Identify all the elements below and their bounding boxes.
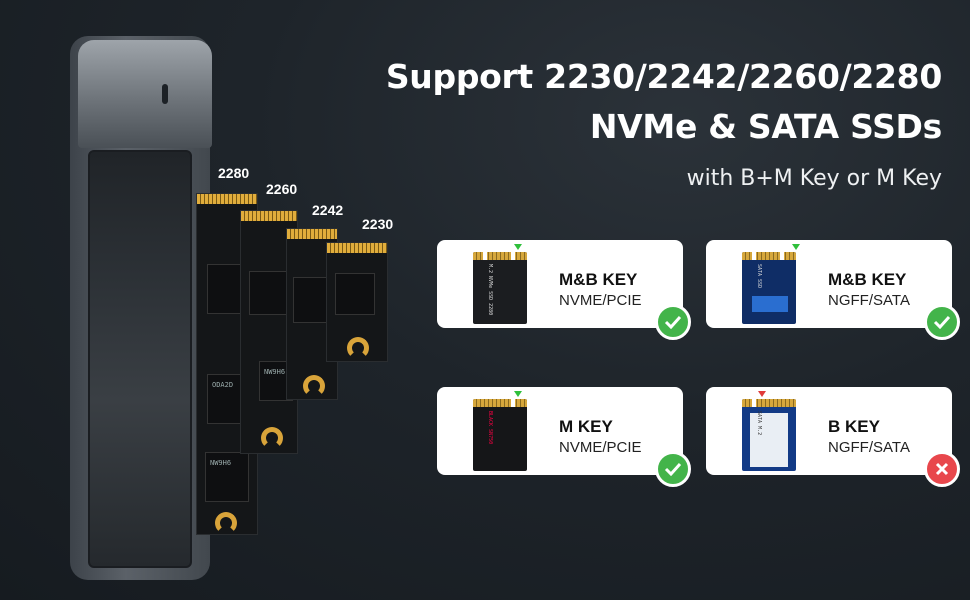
ssd-sticker — [752, 296, 788, 312]
status-led — [162, 84, 168, 104]
ssd-label: M.2 NVMe SSD 2280 — [487, 264, 493, 316]
b-notch — [483, 252, 487, 260]
key-type: M&B KEY — [559, 270, 638, 289]
ssd-image: SATA M.2 — [742, 399, 796, 471]
gold-pins — [197, 194, 257, 204]
key-marker-icon — [758, 391, 766, 397]
ssd-label: SATA SSD — [756, 264, 762, 289]
gold-pins — [742, 399, 796, 407]
enclosure-cap — [78, 40, 212, 148]
gold-pins — [473, 399, 527, 407]
gold-pins — [742, 252, 796, 260]
check-icon — [655, 451, 691, 487]
key-marker-icon — [514, 244, 522, 250]
compat-card-m-nvme: BLACK SN750 M KEY NVME/PCIE — [437, 387, 691, 487]
protocol: NVME/PCIE — [559, 292, 642, 309]
gold-pins — [473, 252, 527, 260]
controller-chip — [335, 273, 375, 315]
subheadline: with B+M Key or M Key — [686, 166, 942, 191]
key-type: M&B KEY — [828, 270, 907, 289]
size-label-2242: 2242 — [312, 202, 344, 218]
ssd-image: SATA SSD — [742, 252, 796, 324]
gold-pins — [287, 229, 337, 239]
compat-card-b-sata: SATA M.2 B KEY NGFF/SATA — [706, 387, 960, 487]
mount-notch — [261, 427, 283, 449]
chip-text: NW9H6 — [210, 459, 232, 467]
key-marker-icon — [514, 391, 522, 397]
headline-line-1: Support 2230/2242/2260/2280 — [385, 57, 942, 96]
cross-icon — [924, 451, 960, 487]
check-icon — [655, 304, 691, 340]
ssd-label: BLACK SN750 — [487, 411, 493, 445]
chip-text: ODA2D — [212, 381, 234, 389]
chip-text: NW9H6 — [264, 368, 286, 376]
enclosure-tray — [88, 150, 192, 568]
m-notch — [511, 252, 515, 260]
protocol: NVME/PCIE — [559, 439, 642, 456]
ssd-image: BLACK SN750 — [473, 399, 527, 471]
compat-card-mb-nvme: M.2 NVMe SSD 2280 M&B KEY NVME/PCIE — [437, 240, 691, 340]
compat-card-mb-sata: SATA SSD M&B KEY NGFF/SATA — [706, 240, 960, 340]
headline-line-2: NVMe & SATA SSDs — [589, 107, 942, 146]
check-icon — [924, 304, 960, 340]
m-notch — [511, 399, 515, 407]
ssd-sticker — [750, 413, 788, 467]
nand-chip: NW9H6 — [205, 452, 249, 502]
ssd-image: M.2 NVMe SSD 2280 — [473, 252, 527, 324]
gold-pins — [327, 243, 387, 253]
key-type: B KEY — [828, 417, 880, 436]
size-label-2280: 2280 — [218, 165, 250, 181]
size-label-2230: 2230 — [362, 216, 394, 232]
mount-notch — [347, 337, 369, 359]
key-type: M KEY — [559, 417, 613, 436]
size-label-2260: 2260 — [266, 181, 298, 197]
nand-chip — [249, 271, 289, 315]
mount-notch — [303, 375, 325, 397]
ssd-label: SATA M.2 — [756, 411, 762, 436]
b-notch — [752, 252, 756, 260]
key-marker-icon — [792, 244, 800, 250]
mount-notch — [215, 512, 237, 534]
protocol: NGFF/SATA — [828, 292, 910, 309]
m-notch — [780, 252, 784, 260]
protocol: NGFF/SATA — [828, 439, 910, 456]
ssd-board-2230 — [326, 242, 388, 362]
headline: Support 2230/2242/2260/2280 NVMe & SATA … — [386, 52, 942, 152]
b-notch — [752, 399, 756, 407]
gold-pins — [241, 211, 297, 221]
